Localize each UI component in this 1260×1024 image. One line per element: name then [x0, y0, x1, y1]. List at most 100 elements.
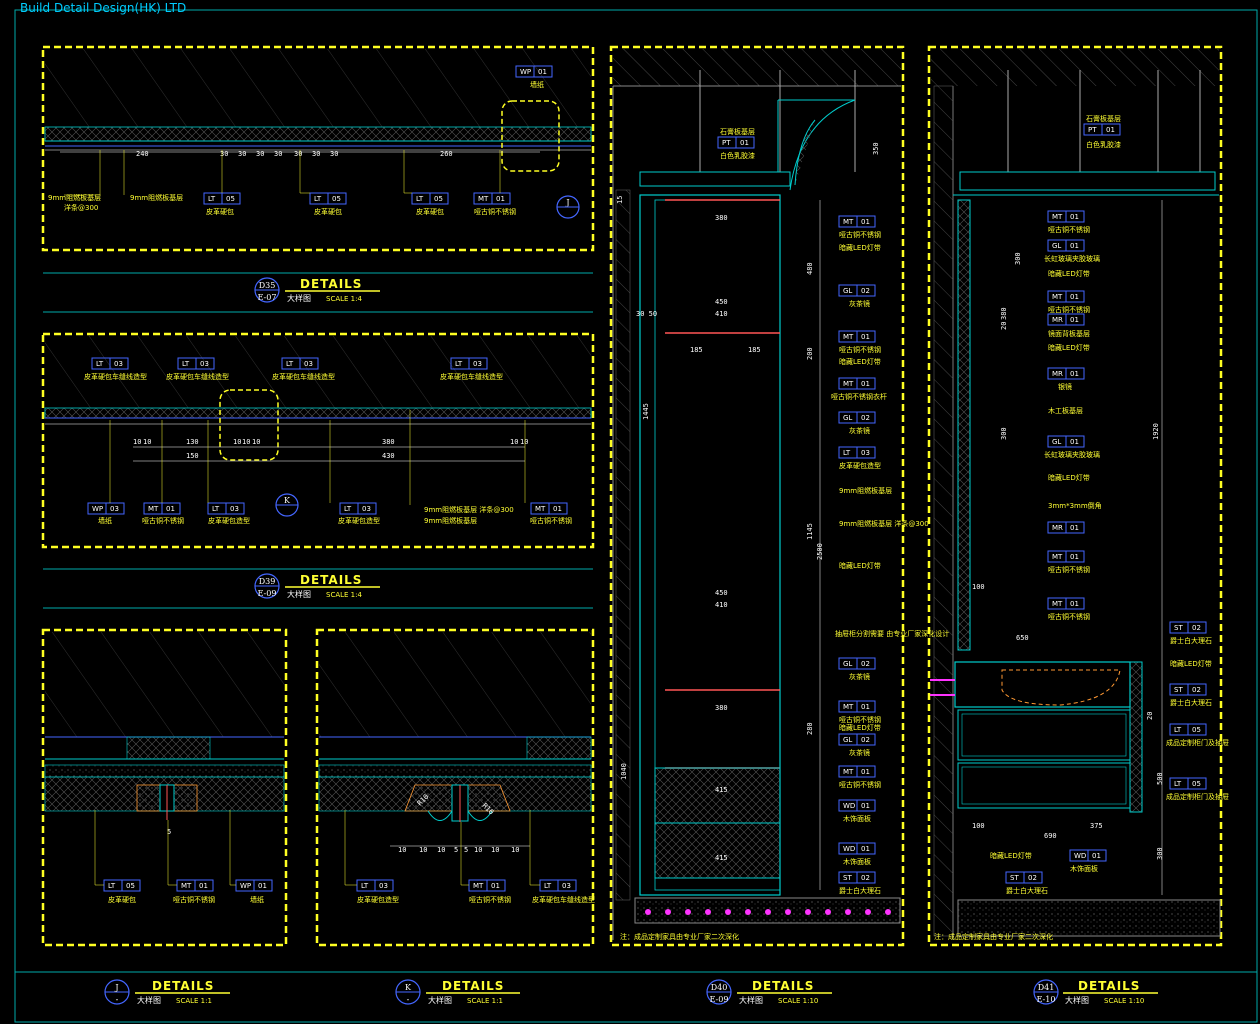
- label-d39-tags-7-code: LT: [344, 505, 352, 513]
- label-details-1-title: DETAILS: [300, 573, 362, 587]
- label-d41-dims-5: 1920: [1152, 423, 1160, 440]
- label-d40-notes-3: 9mm阻燃板基层 洋条@300: [839, 519, 929, 528]
- label-d39-tags-3-note: 皮革硬包车缝线造型: [440, 372, 503, 381]
- label-d40-tags-6-code: GL: [843, 660, 852, 668]
- label-d40-notes-0: 暗藏LED灯带: [839, 243, 881, 252]
- label-d39-tags-7-num: 03: [362, 505, 371, 513]
- label-d41-tags-5-code: GL: [1052, 438, 1061, 446]
- label-d39-tags-3-num: 03: [473, 360, 482, 368]
- label-d40-top_tag-label: 石膏板基层: [720, 127, 755, 136]
- label-d41-notes-1: 镜面背板基层: [1048, 329, 1090, 338]
- label-j-tags-0-code: LT: [108, 882, 116, 890]
- d40-top-tag: 石膏板基层 PT 01 白色乳胶漆: [717, 127, 755, 160]
- company-header: Build Detail Design(HK) LTD: [20, 1, 186, 15]
- d40-footnote: 注：成品定制家具由专业厂家二次深化: [620, 932, 739, 941]
- label-d40-tags-12-note: 爵士白大理石: [839, 886, 881, 895]
- label-d40-tags-6-note: 灰茶镜: [849, 672, 870, 681]
- label-d35-tags-1-num: 05: [226, 195, 235, 203]
- label-d40-dims-1: 450: [715, 298, 728, 306]
- label-d41-tags-6-num: 01: [1070, 524, 1079, 532]
- label-d39-tags-6-num: 03: [230, 505, 239, 513]
- label-d41-dims-10: 300: [1156, 847, 1164, 860]
- label-details-4-title: DETAILS: [752, 979, 814, 993]
- label-d41-tags-11-num: 05: [1192, 726, 1201, 734]
- label-d40-tags-5-note: 皮革硬包造型: [839, 461, 881, 470]
- d35-tag-lt-c: LT 05 皮革硬包: [411, 192, 449, 216]
- label-d40-tags-10-note: 木饰面板: [843, 814, 871, 823]
- label-d41-notes-4: 暗藏LED灯带: [1048, 473, 1090, 482]
- d35-note-0: 9mm阻燃板基层: [48, 193, 101, 202]
- label-d39-tags-7-note: 皮革硬包造型: [338, 516, 380, 525]
- label-d35-tags-1-note: 皮革硬包: [206, 207, 234, 216]
- label-d40-top_tag-code: PT: [722, 139, 731, 147]
- label-d41-tags-4-code: MR: [1052, 370, 1063, 378]
- label-details-2-scale: SCALE 1:1: [176, 997, 212, 1005]
- label-k-dims-7: 10: [511, 846, 519, 854]
- label-d40-tags-1-note: 灰茶镜: [849, 299, 870, 308]
- label-j-tags-1-note: 哑古铜不锈钢: [173, 895, 215, 904]
- label-details-2-subtitle: 大样图: [137, 995, 161, 1005]
- label-d40-top_tag-note: 白色乳胶漆: [720, 151, 755, 160]
- label-d41-tags-7-code: MT: [1052, 553, 1063, 561]
- label-details-5-scale: SCALE 1:10: [1104, 997, 1144, 1005]
- label-details-3-title: DETAILS: [442, 979, 504, 993]
- label-d39-dims-9: 150: [186, 452, 199, 460]
- label-d40-dims-10: 415: [715, 854, 728, 862]
- label-d40-tags-6-num: 02: [861, 660, 870, 668]
- label-d40-dims-7: 410: [715, 601, 728, 609]
- label-d40-tags-0-note: 哑古铜不锈钢: [839, 230, 881, 239]
- label-d41-dims-7: 380: [1000, 307, 1008, 320]
- label-d40-tags-2-code: MT: [843, 333, 854, 341]
- label-d40-dims-8: 380: [715, 704, 728, 712]
- d35-dim-0: 240: [136, 150, 149, 158]
- label-d41-dims-4: 375: [1090, 822, 1103, 830]
- label-details-4-ref: E-09: [710, 995, 729, 1004]
- label-d41-tags-3-code: MR: [1052, 316, 1063, 324]
- label-d41-tags-2-code: MT: [1052, 293, 1063, 301]
- label-k-dims-6: 10: [491, 846, 499, 854]
- label-details-2-code: J: [114, 983, 118, 992]
- label-k-tags-1-note: 哑古铜不锈钢: [469, 895, 511, 904]
- label-details-4-subtitle: 大样图: [739, 995, 763, 1005]
- label-d39-dims-8: 10: [520, 438, 528, 446]
- label-d40-dims-3: 30 50: [636, 310, 657, 318]
- label-d35-tags-2-code: LT: [314, 195, 322, 203]
- label-d39-tags-6-note: 皮革硬包造型: [208, 516, 250, 525]
- label-d41-notes-3: 木工板基层: [1048, 406, 1083, 415]
- label-d39-tags-2-num: 03: [304, 360, 313, 368]
- label-d39-dims-0: 10: [133, 438, 141, 446]
- d35-note-2: 9mm阻燃板基层: [130, 193, 183, 202]
- label-d40-top_tag-num: 01: [740, 139, 749, 147]
- label-d35-tags-3-code: LT: [416, 195, 424, 203]
- label-d40-tags-4-num: 02: [861, 414, 870, 422]
- label-d41-tags-8-note: 哑古铜不锈钢: [1048, 612, 1090, 621]
- label-d40-dims-9: 415: [715, 786, 728, 794]
- label-details-1-code: D39: [259, 577, 276, 586]
- label-d41-tags-10-num: 02: [1192, 686, 1201, 694]
- label-d41-tags-14-note: 爵士白大理石: [1006, 886, 1048, 895]
- label-d41-top_tag-num: 01: [1106, 126, 1115, 134]
- callout-k-label: K: [284, 496, 291, 505]
- label-details-4-scale: SCALE 1:10: [778, 997, 818, 1005]
- d35-dim-7: 30: [330, 150, 338, 158]
- label-d41-tags-9-num: 02: [1192, 624, 1201, 632]
- label-j-tags-2-num: 01: [258, 882, 267, 890]
- label-k-dims-1: 10: [419, 846, 427, 854]
- label-d40-tags-7-code: MT: [843, 703, 854, 711]
- label-d39-tags-1-code: LT: [182, 360, 190, 368]
- label-d40-tags-5-code: LT: [843, 449, 851, 457]
- label-d40-tags-4-code: GL: [843, 414, 852, 422]
- label-d41-notes-2: 暗藏LED灯带: [1048, 343, 1090, 352]
- label-d41-tags-5-note: 长虹玻璃夹胶玻璃: [1044, 450, 1100, 459]
